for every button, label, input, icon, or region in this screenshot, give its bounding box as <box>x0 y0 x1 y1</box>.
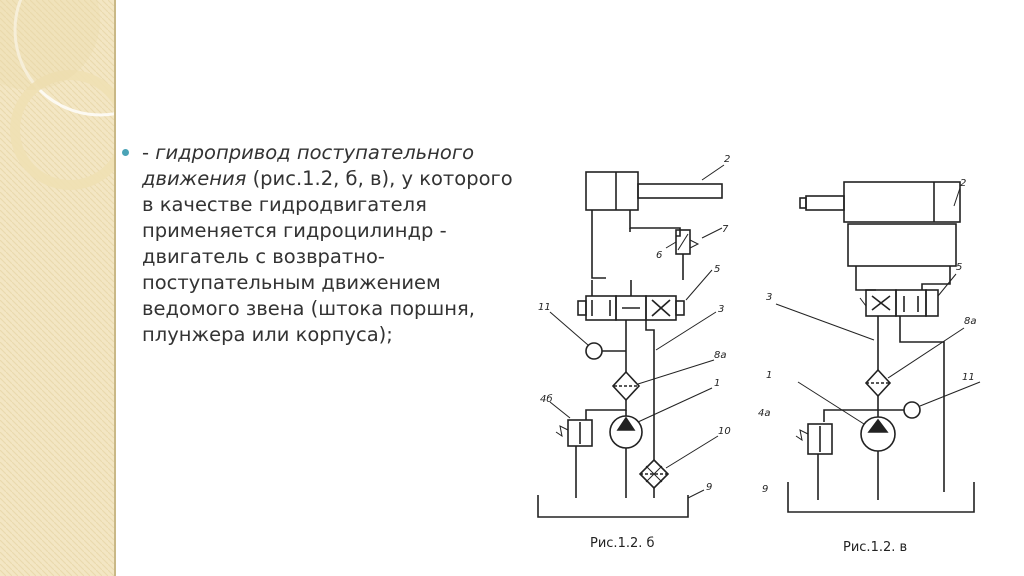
piston-rod <box>637 183 723 199</box>
label-2: 2 <box>724 154 730 165</box>
label-4b: 4б <box>540 393 553 405</box>
label-9: 9 <box>762 484 768 495</box>
label-1: 1 <box>714 378 720 389</box>
tank <box>787 482 975 513</box>
tank <box>537 495 689 518</box>
relief-valve-4a <box>807 423 833 455</box>
description: (рис.1.2, б, в), у которого в качестве г… <box>142 167 513 346</box>
decorative-sidebar <box>0 0 116 576</box>
label-2: 2 <box>960 178 966 189</box>
cylinder-chamber <box>847 223 957 267</box>
term-italic: гидропривод поступательного движения <box>142 141 475 190</box>
label-8a: 8а <box>964 316 977 327</box>
label-8a: 8а <box>714 350 727 361</box>
caption-b: Рис.1.2. б <box>590 536 655 551</box>
cylinder-rod <box>805 195 845 211</box>
cylinder-body <box>843 181 961 223</box>
hydraulic-diagram-b: 2 7 6 5 3 11 8а 1 4б 10 9 <box>537 154 731 518</box>
label-11: 11 <box>962 372 975 383</box>
sidebar-divider <box>114 0 116 576</box>
label-9: 9 <box>706 482 712 493</box>
label-1: 1 <box>766 370 772 381</box>
bullet-text: - гидропривод поступательного движения (… <box>122 140 522 348</box>
label-5: 5 <box>956 262 962 273</box>
label-3: 3 <box>766 292 772 303</box>
label-11: 11 <box>538 302 551 313</box>
hydraulic-diagram-c: 2 5 3 8а 1 11 4а 9 <box>758 178 981 513</box>
cylinder <box>585 171 639 211</box>
label-5: 5 <box>714 264 720 275</box>
label-3: 3 <box>718 304 724 315</box>
caption-c: Рис.1.2. в <box>843 540 908 555</box>
label-10: 10 <box>718 426 731 437</box>
pressure-gauge <box>585 342 603 360</box>
label-6: 6 <box>656 250 662 261</box>
bullet-icon <box>122 149 129 156</box>
label-7: 7 <box>722 224 729 235</box>
label-4a: 4а <box>758 408 771 419</box>
relief-valve-4b <box>567 419 593 447</box>
dash: - <box>142 141 156 164</box>
pressure-gauge <box>903 401 921 419</box>
